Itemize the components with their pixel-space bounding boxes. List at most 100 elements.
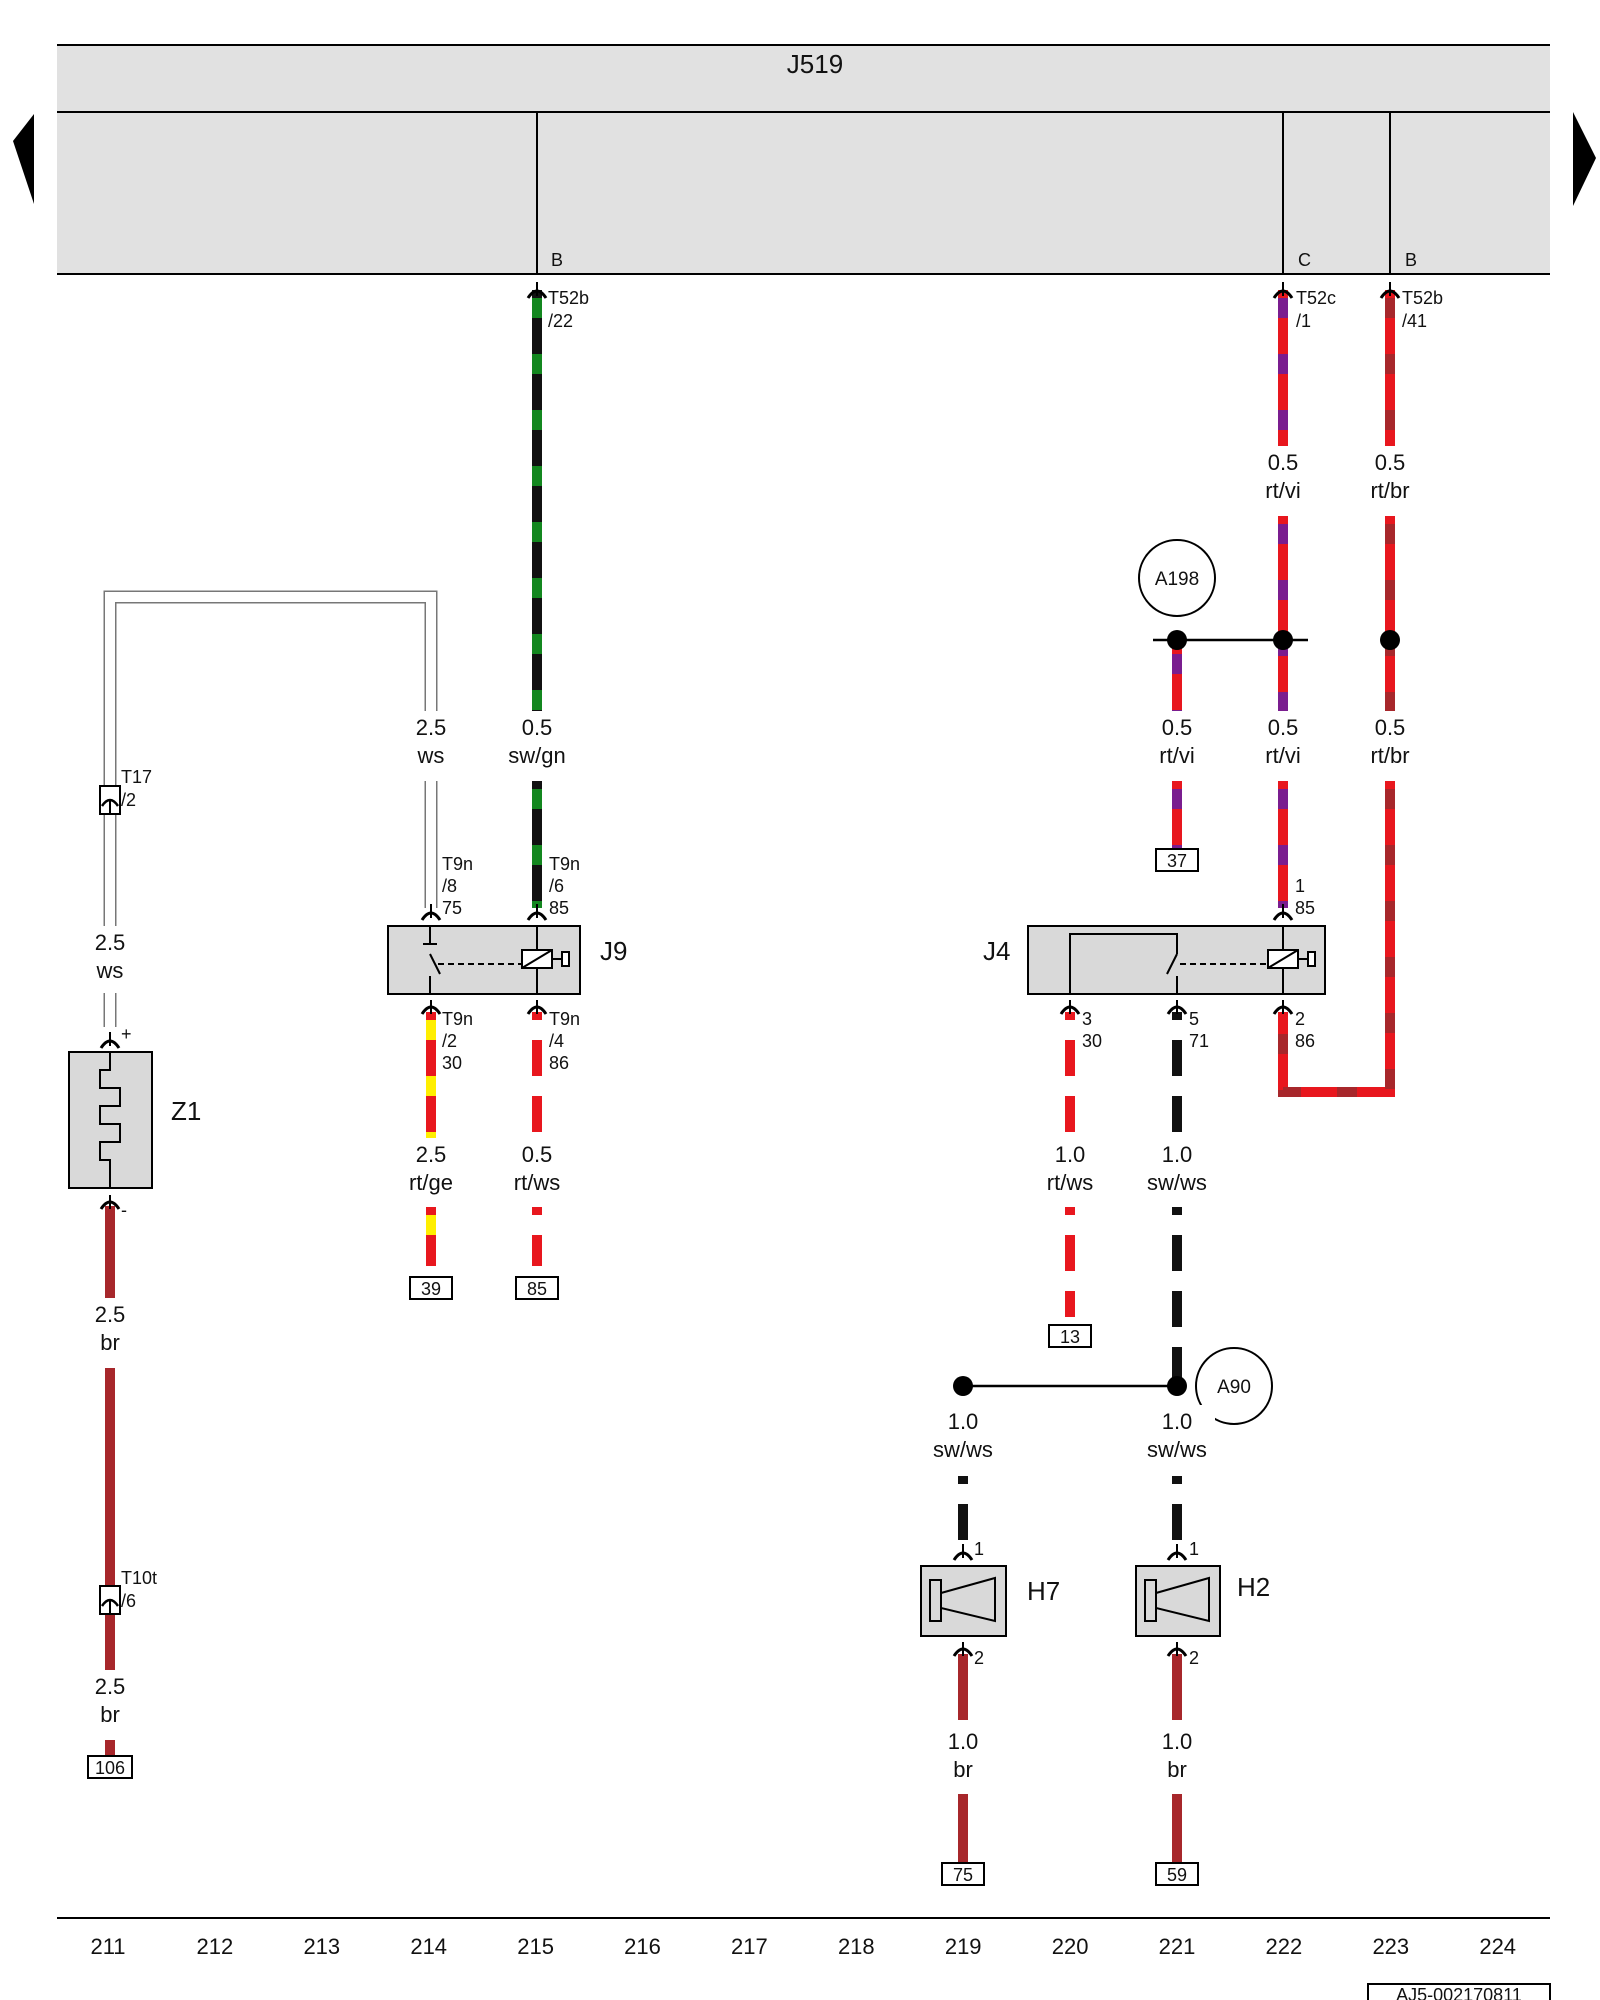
wire-label: 1.0br xyxy=(925,1725,1001,1783)
connector-pin-layer xyxy=(99,282,1401,1657)
column-number: 218 xyxy=(838,1934,875,1959)
horn-h2: H2 xyxy=(1135,1565,1270,1637)
column-number: 217 xyxy=(731,1934,768,1959)
previous-page-arrow-icon[interactable] xyxy=(13,114,34,204)
wire-size: 1.0 xyxy=(948,1409,979,1434)
wire-label: 1.0sw/ws xyxy=(1139,1405,1215,1463)
reference-box[interactable]: 85 xyxy=(515,1276,559,1300)
column-number: 213 xyxy=(303,1934,340,1959)
wire-color-code: sw/ws xyxy=(933,1437,993,1462)
wire-color-code: sw/gn xyxy=(508,743,565,768)
column-number: 220 xyxy=(1052,1934,1089,1959)
reference-box[interactable]: 59 xyxy=(1155,1862,1199,1886)
wire-color-code: ws xyxy=(96,958,124,983)
wire-size: 2.5 xyxy=(95,1674,126,1699)
wire-label: 2.5ws xyxy=(72,926,148,984)
reference-box-layer: 37 39 85 13 106 75 59 xyxy=(87,848,1199,1886)
wire-color-code: sw/ws xyxy=(1147,1437,1207,1462)
pin-contact-icon xyxy=(1166,1642,1188,1657)
pin-b-label: B xyxy=(551,250,563,270)
column-number: 224 xyxy=(1479,1934,1516,1959)
connector-label: T9n xyxy=(442,854,473,874)
wire-label: 2.5br xyxy=(72,1298,148,1356)
pin-contact-icon xyxy=(526,904,548,921)
junction-a198: A198 xyxy=(1138,539,1216,617)
junction-a198-label: A198 xyxy=(1155,569,1199,590)
connector-label: T52b xyxy=(1402,288,1443,308)
reference-number: 85 xyxy=(527,1279,547,1299)
reference-box[interactable]: 13 xyxy=(1048,1324,1092,1348)
pin-contact-icon xyxy=(1379,282,1401,299)
wire-size: 2.5 xyxy=(95,1302,126,1327)
wire-size: 2.5 xyxy=(416,1142,447,1167)
wire-label: 2.5 br xyxy=(72,1670,148,1728)
wire-label: 2.5rt/ge xyxy=(393,1138,469,1196)
connector-label: 86 xyxy=(1295,1031,1315,1051)
splice-dot xyxy=(1380,630,1400,650)
reference-box[interactable]: 75 xyxy=(941,1862,985,1886)
wire-size: 0.5 xyxy=(1268,450,1299,475)
relay-j9: J9 xyxy=(387,925,627,995)
wire-rt-br xyxy=(1278,781,1395,1097)
connector-label: 2 xyxy=(974,1648,984,1668)
pin-contact-icon xyxy=(1166,1000,1188,1015)
pin-contact-icon xyxy=(952,1544,974,1561)
column-number: 222 xyxy=(1266,1934,1303,1959)
connector-label: 2 xyxy=(1295,1009,1305,1029)
pin-labels: B C B T52b /22 T52c /1 T52b /41 T17 /2 T… xyxy=(121,250,1443,1668)
pin-b-label: B xyxy=(1405,250,1417,270)
reference-box[interactable]: 37 xyxy=(1155,848,1199,872)
connector-label: 85 xyxy=(1295,898,1315,918)
wire-color-code: rt/ws xyxy=(514,1170,560,1195)
wire-label: 1.0 rt/ws xyxy=(1032,1138,1108,1196)
wire-color-code: br xyxy=(1167,1757,1187,1782)
wire-color-code: rt/vi xyxy=(1265,478,1300,503)
pin-contact-icon xyxy=(1272,904,1294,921)
pin-contact-icon xyxy=(526,282,548,299)
reference-number: 13 xyxy=(1060,1327,1080,1347)
drawing-id: AJ5-002170811 xyxy=(1396,1985,1522,2000)
relay-j9-label: J9 xyxy=(600,936,627,966)
pin-contact-icon xyxy=(1272,1000,1294,1015)
next-page-arrow-icon[interactable] xyxy=(1573,112,1596,206)
connector-label: 30 xyxy=(1082,1031,1102,1051)
connector-label: - xyxy=(121,1200,127,1220)
wire-label: 1.0 sw/ws xyxy=(925,1405,1001,1463)
pin-contact-icon xyxy=(99,1195,121,1210)
wire-size: 0.5 xyxy=(1375,715,1406,740)
column-number: 219 xyxy=(945,1934,982,1959)
wire-size: 1.0 xyxy=(1162,1142,1193,1167)
connector-label: 1 xyxy=(974,1539,984,1559)
relay-j4: J4 xyxy=(983,925,1326,995)
reference-box[interactable]: 39 xyxy=(409,1276,453,1300)
column-number: 214 xyxy=(410,1934,447,1959)
reference-box[interactable]: 106 xyxy=(87,1755,133,1779)
splice-dot xyxy=(1167,1376,1187,1396)
wire-size: 1.0 xyxy=(1055,1142,1086,1167)
column-number: 211 xyxy=(90,1934,125,1959)
wire-size: 0.5 xyxy=(522,715,553,740)
wire-color-code: ws xyxy=(417,743,445,768)
wire-size: 0.5 xyxy=(1268,715,1299,740)
wire-color-code: rt/br xyxy=(1370,743,1409,768)
reference-number: 39 xyxy=(421,1279,441,1299)
splice-dot xyxy=(1273,630,1293,650)
wire-color-code: rt/ws xyxy=(1047,1170,1093,1195)
wire-color-code: br xyxy=(100,1702,120,1727)
pin-contact-icon xyxy=(526,1000,548,1015)
wire-label: 0.5rt/br xyxy=(1352,446,1428,504)
horn-h2-label: H2 xyxy=(1237,1572,1270,1602)
connector-label: 85 xyxy=(549,898,569,918)
inline-connector-t10t xyxy=(99,1585,121,1615)
wire-label: 2.5 ws xyxy=(393,711,469,769)
connector-label: /2 xyxy=(121,790,136,810)
wire-label: 0.5rt/ws xyxy=(499,1138,575,1196)
wire-size: 2.5 xyxy=(416,715,447,740)
pin-contact-icon xyxy=(952,1642,974,1657)
wire-label-layer: 0.5sw/gn0.5rt/vi0.5rt/br2.5ws0.5rt/vi0.5… xyxy=(72,446,1428,1783)
connector-label: 5 xyxy=(1189,1009,1199,1029)
heater-z1: Z1 xyxy=(68,1051,201,1189)
connector-label: /2 xyxy=(442,1031,457,1051)
connector-label: /1 xyxy=(1296,311,1311,331)
